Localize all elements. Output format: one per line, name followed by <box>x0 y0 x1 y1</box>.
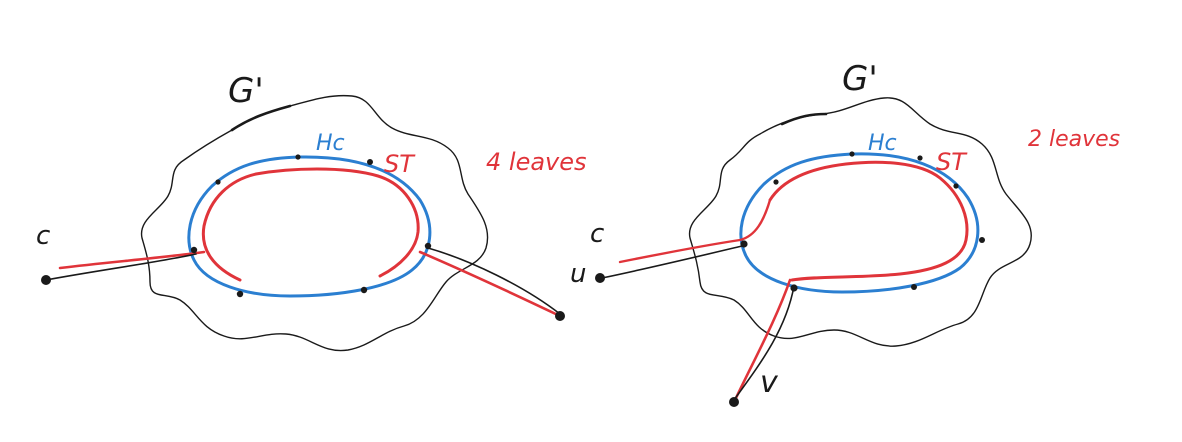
left-vertex-cycle-2 <box>236 290 244 298</box>
left-vertex-cycle-1 <box>190 246 198 254</box>
left-leaves-label: 4 leaves <box>486 148 587 176</box>
right-vertex-c <box>595 273 605 283</box>
right-tree-edge-c <box>618 198 772 264</box>
left-vertex-right <box>555 311 565 321</box>
left-edge-right-black <box>427 247 561 315</box>
right-leaves-label: 2 leaves <box>1028 127 1120 152</box>
left-vertex-cycle-4 <box>424 242 432 250</box>
left-graph-label: G' <box>228 71 264 111</box>
right-vertex-v <box>729 397 739 407</box>
right-graph-outline-accent <box>780 112 828 126</box>
right-vertex-cycle-1 <box>740 240 748 248</box>
left-tree-label: ST <box>384 150 416 178</box>
right-edge-v-black <box>733 285 795 401</box>
right-tree-label: ST <box>936 148 968 176</box>
left-vertex-cycle-3 <box>360 286 368 294</box>
right-tree-cycle-path <box>768 160 969 282</box>
left-graph-outline-accent <box>230 104 292 132</box>
left-vertex-c <box>41 275 51 285</box>
right-tree-edge-v <box>734 278 792 400</box>
left-vertex-cycle-7 <box>215 179 221 185</box>
right-vertex-cycle-6 <box>917 155 923 161</box>
right-vertex-cycle-5 <box>953 183 959 189</box>
left-vertex-cycle-5 <box>367 159 373 165</box>
right-vertex-cycle-2 <box>790 284 798 292</box>
left-vertex-c-label: c <box>36 221 50 251</box>
right-vertex-cycle-4 <box>979 237 985 243</box>
right-vertex-u-label: u <box>570 259 586 289</box>
right-vertex-c-label: c <box>590 219 604 249</box>
left-tree-edge-c <box>58 250 206 270</box>
right-vertex-cycle-7 <box>849 151 855 157</box>
right-cycle-hc <box>739 152 980 294</box>
right-vertex-cycle-3 <box>911 284 917 290</box>
left-tree-cycle-path <box>201 167 420 282</box>
left-tree-edge-right <box>418 250 562 318</box>
right-vertex-v-label: v <box>760 365 779 400</box>
left-cycle-label: Hc <box>316 131 345 156</box>
right-graph-outline <box>688 97 1032 347</box>
left-cycle-hc <box>187 155 432 298</box>
left-edge-c-black <box>45 253 197 281</box>
right-cycle-label: Hc <box>868 131 897 156</box>
right-edge-c-black <box>601 245 743 279</box>
right-graph-label: G' <box>842 59 878 99</box>
right-vertex-cycle-8 <box>773 179 779 185</box>
left-vertex-cycle-6 <box>295 154 301 160</box>
left-panel: G' Hc ST 4 leaves c <box>36 71 587 352</box>
right-panel: G' Hc ST 2 leaves c u v <box>570 59 1120 407</box>
left-graph-outline <box>140 94 489 352</box>
